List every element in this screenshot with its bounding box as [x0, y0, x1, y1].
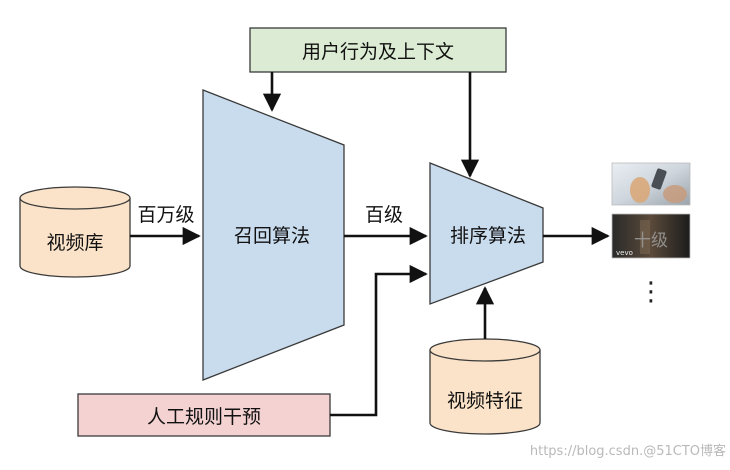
- video-features-cylinder: 视频特征: [429, 338, 541, 435]
- video-thumbnail: [611, 162, 691, 206]
- manual-rules-box: 人工规则干预: [77, 393, 331, 437]
- output-thumbnails: vevo 十级 ⋮: [611, 162, 691, 307]
- edge-label-hundreds: 百级: [365, 204, 403, 226]
- edge-label-millions: 百万级: [137, 204, 194, 226]
- recall-label: 召回算法: [234, 225, 310, 247]
- video-library-label: 视频库: [46, 232, 103, 254]
- arrow-rules-to-ranking: [330, 264, 428, 417]
- video-thumbnail: vevo: [611, 213, 691, 259]
- edge-label-tens: 十级: [634, 231, 668, 251]
- context-box-label: 用户行为及上下文: [302, 41, 454, 63]
- recall-trapezoid: 召回算法: [202, 89, 345, 381]
- watermark: https://blog.csdn.@51CTO博客: [530, 443, 726, 459]
- video-features-label: 视频特征: [447, 390, 523, 412]
- ranking-trapezoid: 排序算法: [429, 162, 544, 305]
- context-box: 用户行为及上下文: [249, 27, 507, 73]
- output-ellipsis: ⋮: [638, 277, 664, 307]
- manual-rules-label: 人工规则干预: [147, 406, 261, 428]
- thumbnail-caption: vevo: [616, 249, 633, 257]
- video-library-cylinder: 视频库: [19, 186, 131, 278]
- ranking-label: 排序算法: [450, 225, 526, 247]
